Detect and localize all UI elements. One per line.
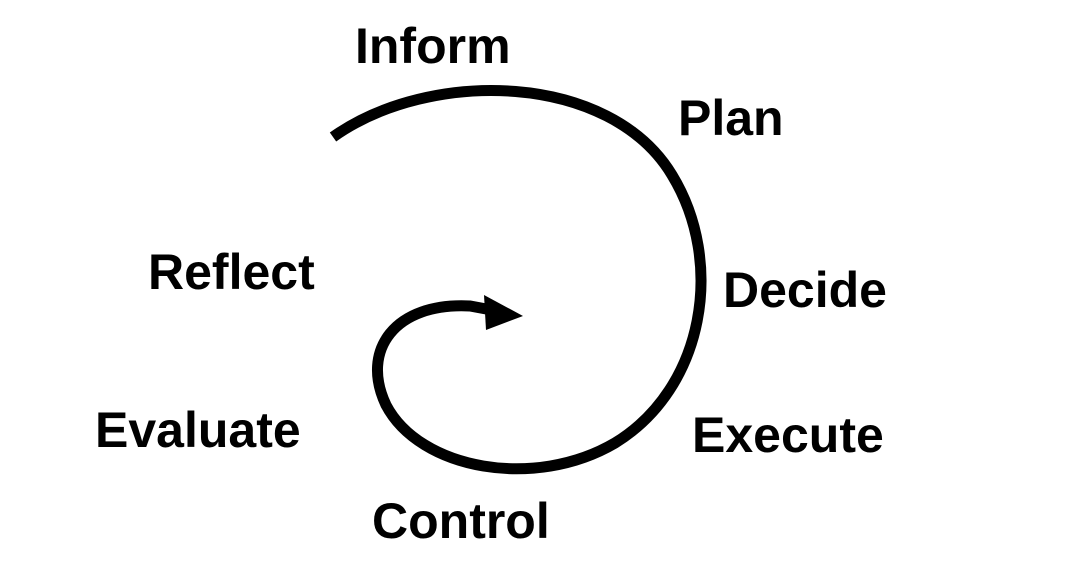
- stage-execute: Execute: [692, 407, 884, 463]
- stage-plan: Plan: [678, 90, 784, 146]
- stage-inform: Inform: [355, 18, 511, 74]
- arrowhead-icon: [484, 295, 523, 330]
- stage-evaluate: Evaluate: [95, 402, 301, 458]
- stage-decide: Decide: [723, 262, 887, 318]
- spiral-path: [329, 85, 707, 475]
- stage-reflect: Reflect: [148, 244, 315, 300]
- stage-control: Control: [372, 493, 550, 549]
